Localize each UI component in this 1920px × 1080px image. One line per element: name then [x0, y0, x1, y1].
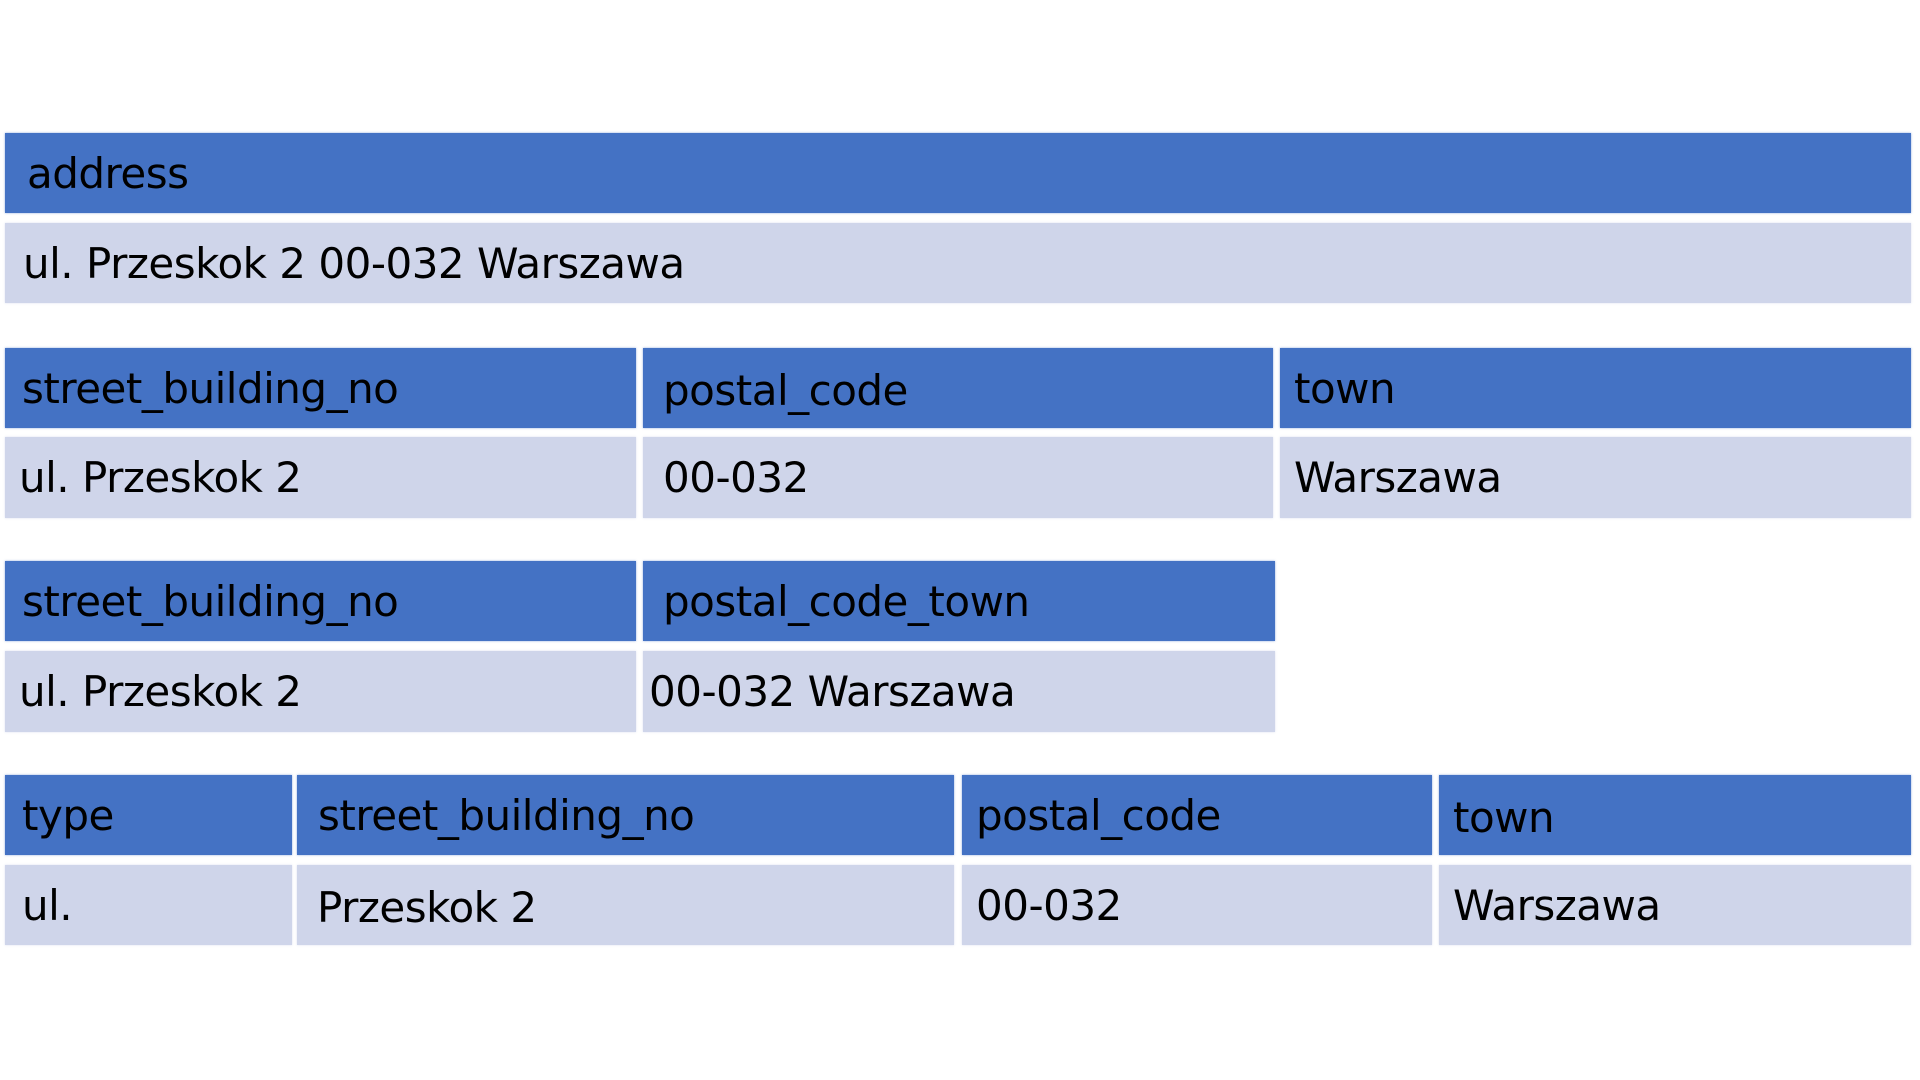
- table-cell-street-building-no: Przeskok 2: [297, 865, 954, 945]
- table-cell-address: ul. Przeskok 2 00-032 Warszawa: [5, 223, 1911, 303]
- table-cell-street-building-no: ul. Przeskok 2: [5, 651, 636, 732]
- table-cell-type: ul.: [5, 865, 292, 945]
- header-cell-type: type: [5, 775, 292, 855]
- table-cell-street-building-no: ul. Przeskok 2: [5, 437, 636, 518]
- header-cell-postal-code: postal_code: [962, 775, 1432, 855]
- header-cell-postal-code: postal_code: [643, 348, 1273, 428]
- table-cell-postal-code: 00-032: [643, 437, 1273, 518]
- header-cell-address: address: [5, 133, 1911, 213]
- header-cell-street-building-no: street_building_no: [5, 348, 636, 428]
- header-cell-street-building-no: street_building_no: [5, 561, 636, 641]
- header-cell-street-building-no: street_building_no: [297, 775, 954, 855]
- table-cell-postal-code-town: 00-032 Warszawa: [643, 651, 1275, 732]
- table-cell-postal-code: 00-032: [962, 865, 1432, 945]
- header-cell-town: town: [1439, 775, 1911, 855]
- table-cell-town: Warszawa: [1280, 437, 1911, 518]
- table-cell-town: Warszawa: [1439, 865, 1911, 945]
- header-cell-postal-code-town: postal_code_town: [643, 561, 1275, 641]
- header-cell-town: town: [1280, 348, 1911, 428]
